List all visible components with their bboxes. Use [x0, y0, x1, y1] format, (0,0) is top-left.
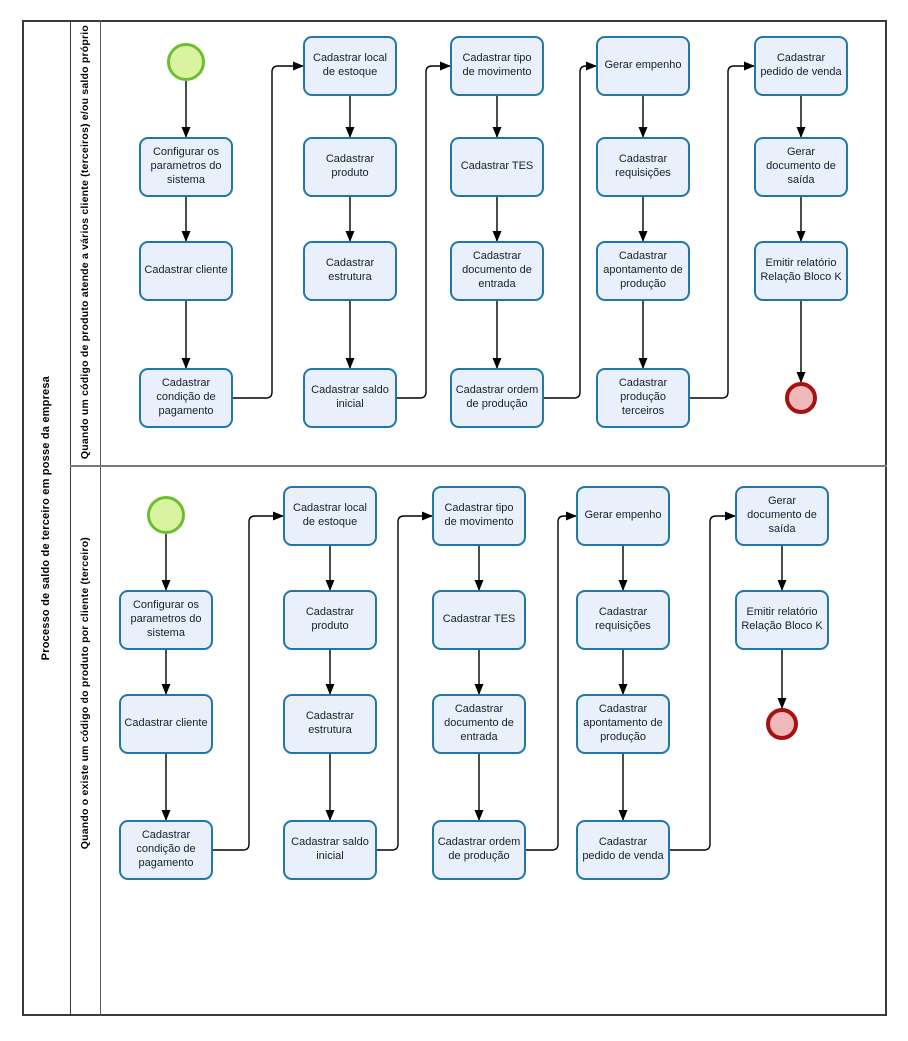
task-node[interactable]: Cadastrar cliente	[139, 241, 233, 301]
task-node[interactable]: Cadastrar local de estoque	[303, 36, 397, 96]
sequence-flow-connector	[526, 511, 577, 851]
task-node[interactable]: Cadastrar saldo inicial	[283, 820, 377, 880]
start-event-icon[interactable]	[167, 43, 205, 81]
sequence-flow-connector	[670, 511, 736, 851]
task-node[interactable]: Cadastrar requisições	[576, 590, 670, 650]
lane-2-title-cell: Quando o existe um código do produto por…	[70, 466, 100, 1016]
task-node[interactable]: Configurar os parametros do sistema	[139, 137, 233, 197]
sequence-flow-connector	[690, 61, 755, 399]
task-node[interactable]: Cadastrar condição de pagamento	[119, 820, 213, 880]
sequence-flow-connector	[233, 61, 304, 399]
task-node[interactable]: Cadastrar TES	[450, 137, 544, 197]
task-node[interactable]: Cadastrar apontamento de produção	[596, 241, 690, 301]
start-event-icon[interactable]	[147, 496, 185, 534]
task-node[interactable]: Cadastrar produto	[303, 137, 397, 197]
lane-title-divider	[100, 20, 101, 1016]
task-node[interactable]: Cadastrar produto	[283, 590, 377, 650]
pool-title: Processo de saldo de terceiro em posse d…	[40, 375, 52, 661]
sequence-flow-connector	[213, 511, 284, 851]
lane-1-title-cell: Quando um código de produto atende a vár…	[70, 20, 100, 465]
task-node[interactable]: Cadastrar pedido de venda	[754, 36, 848, 96]
task-node[interactable]: Gerar empenho	[576, 486, 670, 546]
task-node[interactable]: Gerar documento de saída	[735, 486, 829, 546]
task-node[interactable]: Cadastrar ordem de produção	[432, 820, 526, 880]
sequence-flow-connector	[377, 511, 433, 851]
lane-1-title: Quando um código de produto atende a vár…	[79, 25, 91, 460]
task-node[interactable]: Cadastrar documento de entrada	[450, 241, 544, 301]
task-node[interactable]: Cadastrar ordem de produção	[450, 368, 544, 428]
task-node[interactable]: Cadastrar apontamento de produção	[576, 694, 670, 754]
pool-title-divider	[70, 20, 71, 1016]
lane-divider	[70, 465, 887, 467]
task-node[interactable]: Cadastrar documento de entrada	[432, 694, 526, 754]
sequence-flow-connector	[544, 61, 597, 399]
task-node[interactable]: Cadastrar condição de pagamento	[139, 368, 233, 428]
task-node[interactable]: Cadastrar tipo de movimento	[450, 36, 544, 96]
task-node[interactable]: Cadastrar tipo de movimento	[432, 486, 526, 546]
task-node[interactable]: Gerar empenho	[596, 36, 690, 96]
task-node[interactable]: Cadastrar saldo inicial	[303, 368, 397, 428]
task-node[interactable]: Emitir relatório Relação Bloco K	[735, 590, 829, 650]
end-event-icon[interactable]	[785, 382, 817, 414]
task-node[interactable]: Cadastrar estrutura	[303, 241, 397, 301]
sequence-flow-connector	[397, 61, 451, 399]
task-node[interactable]: Cadastrar produção terceiros	[596, 368, 690, 428]
task-node[interactable]: Gerar documento de saída	[754, 137, 848, 197]
lane-2-title: Quando o existe um código do produto por…	[79, 536, 91, 850]
task-node[interactable]: Cadastrar estrutura	[283, 694, 377, 754]
task-node[interactable]: Cadastrar pedido de venda	[576, 820, 670, 880]
pool-title-cell: Processo de saldo de terceiro em posse d…	[22, 20, 70, 1016]
pool-border	[22, 20, 887, 1016]
task-node[interactable]: Configurar os parametros do sistema	[119, 590, 213, 650]
task-node[interactable]: Cadastrar TES	[432, 590, 526, 650]
end-event-icon[interactable]	[766, 708, 798, 740]
task-node[interactable]: Cadastrar local de estoque	[283, 486, 377, 546]
task-node[interactable]: Cadastrar cliente	[119, 694, 213, 754]
task-node[interactable]: Emitir relatório Relação Bloco K	[754, 241, 848, 301]
task-node[interactable]: Cadastrar requisições	[596, 137, 690, 197]
